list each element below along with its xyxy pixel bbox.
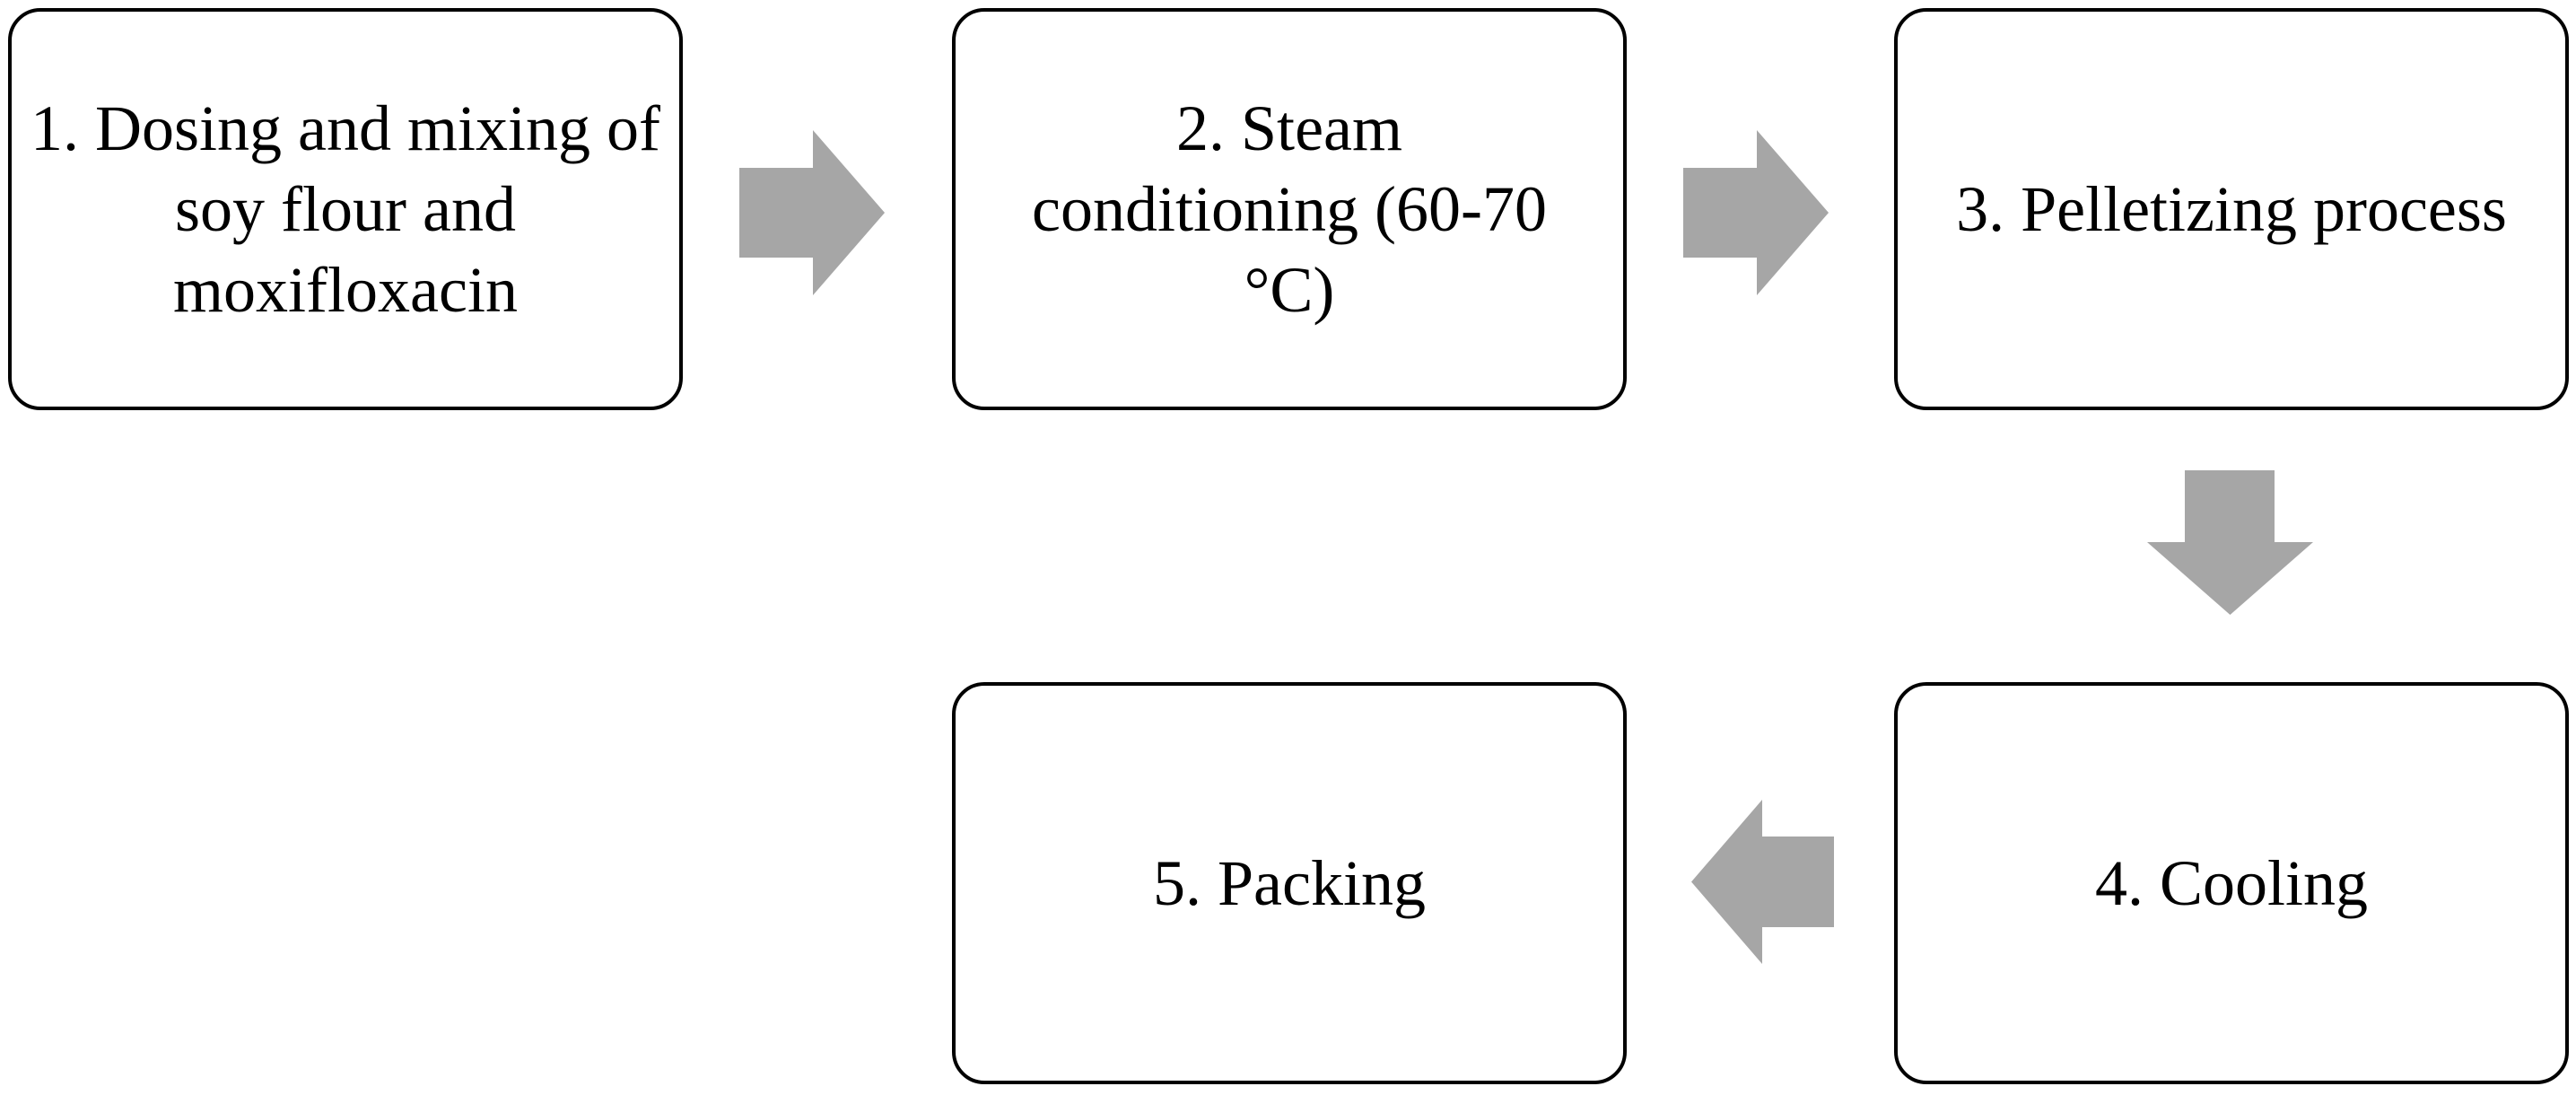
step-box-dosing-mixing: 1. Dosing and mixing of soy flour and mo…	[8, 8, 683, 410]
arrow-shape	[1691, 800, 1834, 964]
step-box-packing: 5. Packing	[952, 682, 1627, 1084]
arrow-shape	[2147, 470, 2313, 615]
arrow-shape	[739, 130, 885, 295]
step-box-pelletizing: 3. Pelletizing process	[1894, 8, 2569, 410]
arrow-right-icon	[1683, 130, 1829, 295]
arrow-shape	[1683, 130, 1829, 295]
step-box-cooling: 4. Cooling	[1894, 682, 2569, 1084]
arrow-right-icon	[739, 130, 885, 295]
step-label: 1. Dosing and mixing of soy flour and mo…	[31, 92, 660, 326]
step-label: 3. Pelletizing process	[1956, 173, 2507, 245]
arrow-left-icon	[1691, 800, 1834, 964]
step-label: 5. Packing	[1153, 847, 1426, 919]
step-label: 2. Steam conditioning (60-70 °C)	[1032, 92, 1547, 326]
arrow-down-icon	[2147, 470, 2313, 615]
step-label: 4. Cooling	[2094, 847, 2369, 919]
step-box-steam-conditioning: 2. Steam conditioning (60-70 °C)	[952, 8, 1627, 410]
